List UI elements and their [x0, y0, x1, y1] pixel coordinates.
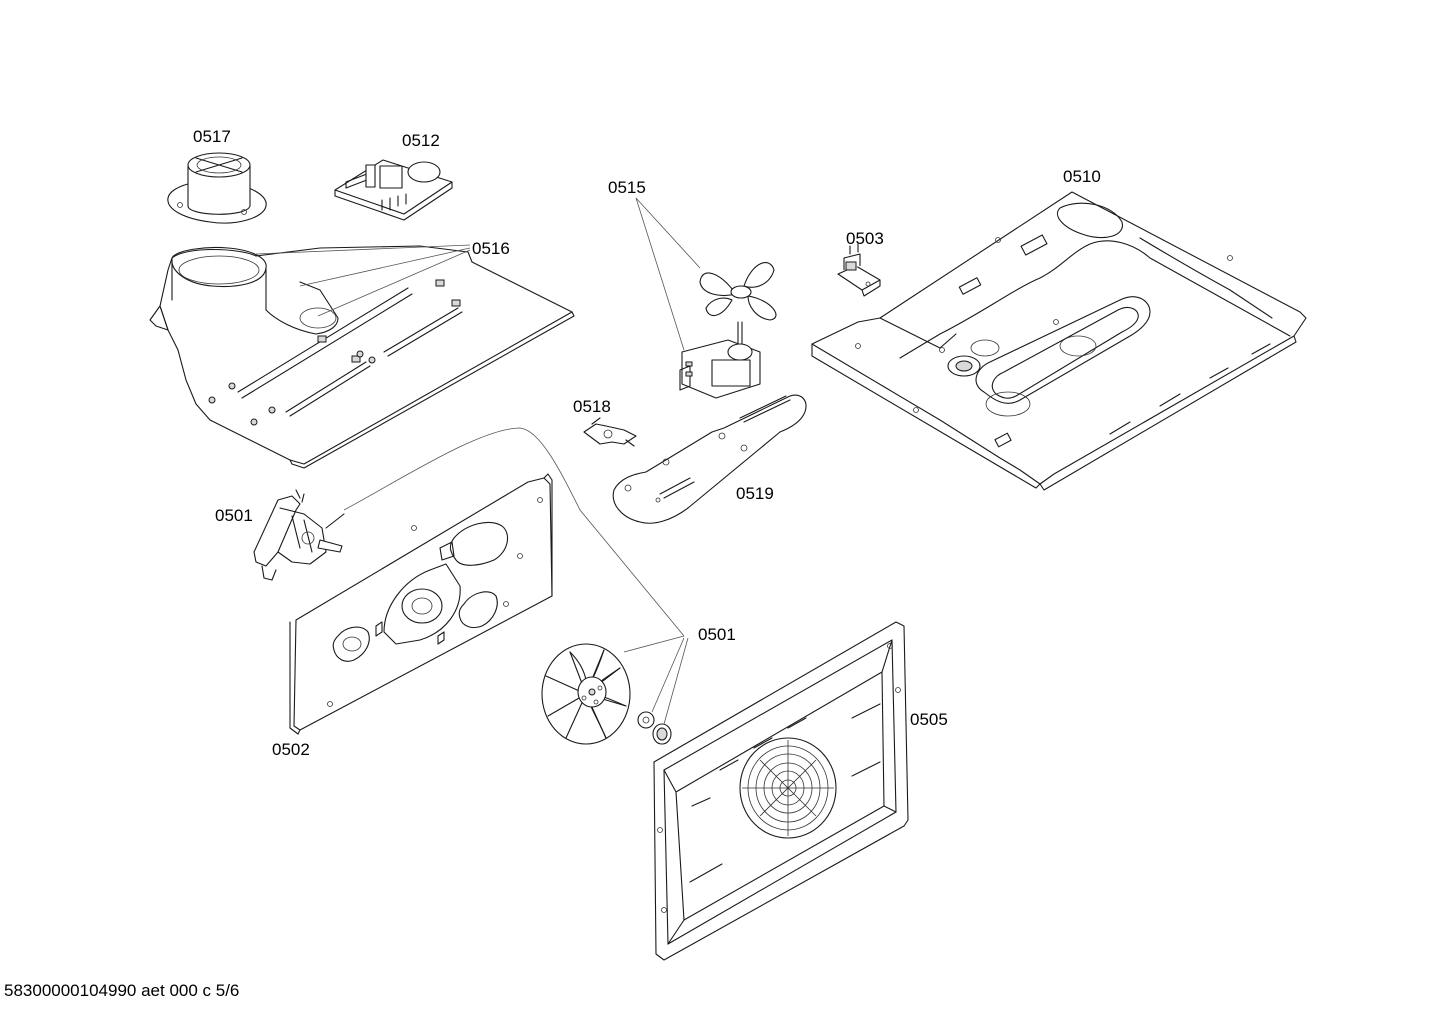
label-0519: 0519 [736, 484, 774, 503]
part-0501-fan-wheel [541, 635, 689, 745]
label-0502: 0502 [272, 740, 310, 759]
part-0517-duct-connector [167, 152, 267, 224]
label-0503: 0503 [846, 229, 884, 248]
part-0518-bracket [583, 417, 637, 447]
label-0505: 0505 [910, 710, 948, 729]
label-0515: 0515 [608, 178, 646, 197]
drawing-reference-footer: 58300000104990 aet 000 c 5/6 [4, 981, 240, 1000]
label-0516: 0516 [472, 239, 510, 258]
part-0502-rear-panel [289, 427, 685, 735]
part-0501-convection-motor [253, 489, 345, 581]
part-0519-cover-plate [612, 394, 807, 524]
part-0516-base-plate [149, 244, 575, 469]
part-0512-electronic-board [334, 159, 453, 221]
part-0510-top-panel [811, 191, 1307, 491]
label-0512: 0512 [402, 131, 440, 150]
label-0501-fan: 0501 [698, 625, 736, 644]
label-0518: 0518 [573, 397, 611, 416]
part-0503-thermostat [837, 243, 881, 297]
label-0517: 0517 [193, 127, 231, 146]
label-0501-motor: 0501 [215, 506, 253, 525]
label-0510: 0510 [1063, 167, 1101, 186]
part-0505-oven-back-wall [653, 621, 909, 961]
part-0515-cooling-fan-motor [635, 197, 777, 399]
part-labels: 0517 0512 0516 0515 0503 0510 0518 0519 … [193, 127, 1101, 759]
